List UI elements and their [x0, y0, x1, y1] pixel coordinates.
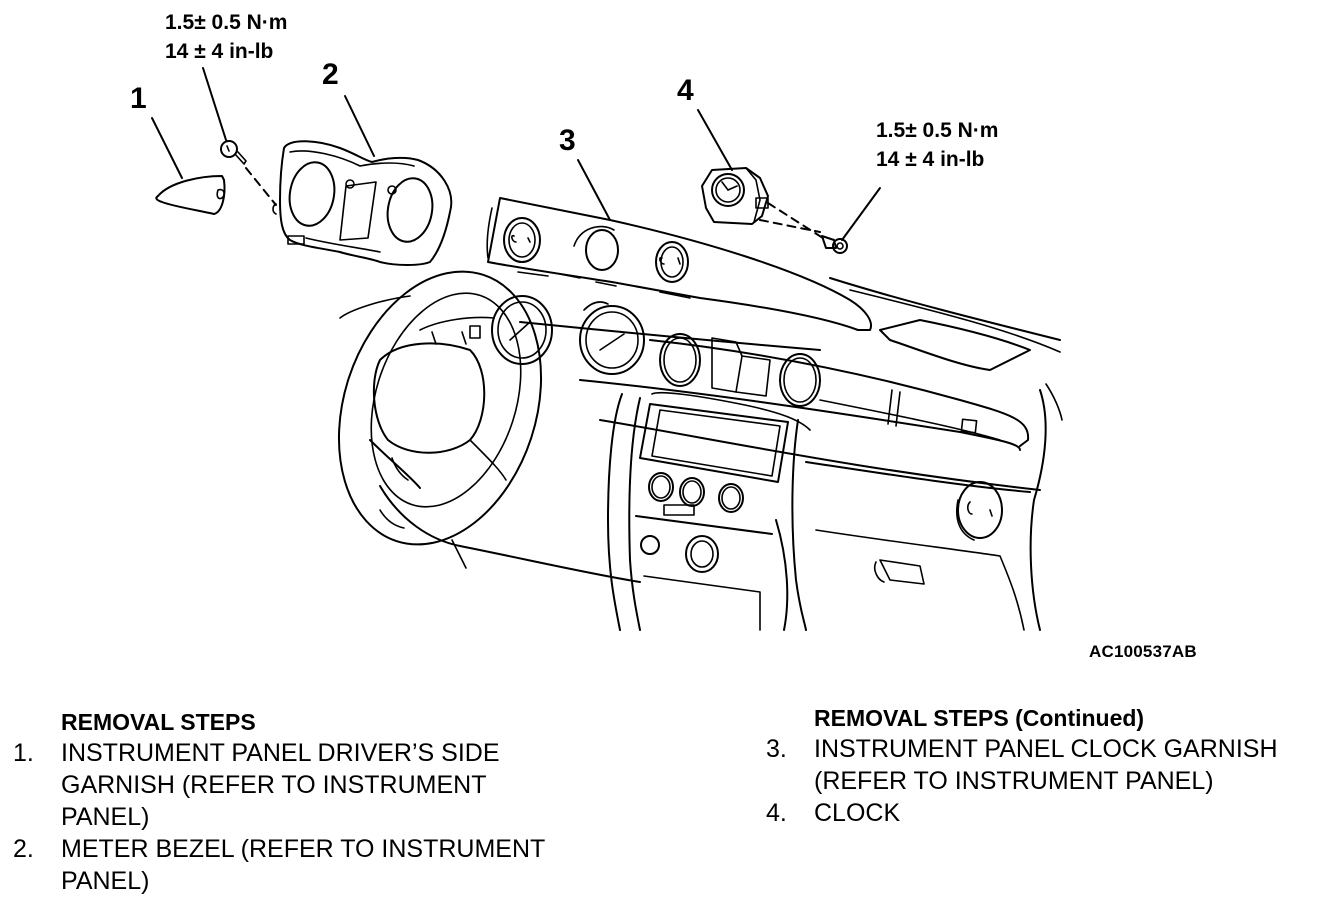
callout-3: 3: [559, 124, 576, 157]
step-number: 4.: [766, 799, 787, 827]
step-text: METER BEZEL (REFER TO INSTRUMENT PANEL): [61, 833, 623, 897]
step-text-line: GARNISH (REFER TO INSTRUMENT: [61, 771, 487, 799]
removal-step: 1. INSTRUMENT PANEL DRIVER’S SIDE GARNIS…: [13, 737, 623, 833]
step-number: 3.: [766, 735, 787, 763]
step-text-line: INSTRUMENT PANEL DRIVER’S SIDE: [61, 739, 500, 767]
dashboard-body: [339, 277, 1063, 631]
step-number: 1.: [13, 739, 34, 767]
leader-line-1: [151, 117, 183, 179]
callout-4: 4: [677, 74, 694, 107]
clock-dash-line-lower: [759, 219, 821, 233]
removal-step: 2. METER BEZEL (REFER TO INSTRUMENT PANE…: [13, 833, 623, 897]
figure-id: AC100537AB: [1089, 642, 1197, 661]
removal-step: 4. CLOCK: [766, 797, 1344, 829]
torque-imperial: 14 ± 4 in-lb: [165, 40, 274, 63]
step-text-line: (REFER TO INSTRUMENT PANEL): [814, 767, 1214, 795]
torque-spec-right: 1.5± 0.5 N·m 14 ± 4 in-lb: [876, 116, 998, 174]
torque-imperial: 14 ± 4 in-lb: [876, 148, 985, 171]
leader-line-3: [577, 159, 611, 221]
screw-left-part: [220, 140, 247, 165]
torque-spec-left: 1.5± 0.5 N·m 14 ± 4 in-lb: [165, 8, 287, 66]
leader-line-4: [697, 109, 733, 171]
step-text-line: INSTRUMENT PANEL CLOCK GARNISH: [814, 735, 1278, 763]
removal-steps-left: REMOVAL STEPS 1. INSTRUMENT PANEL DRIVER…: [13, 707, 623, 897]
removal-step: 3. INSTRUMENT PANEL CLOCK GARNISH (REFER…: [766, 733, 1344, 797]
clock-garnish-part: [486, 197, 872, 331]
removal-steps-right: REMOVAL STEPS (Continued) 3. INSTRUMENT …: [766, 703, 1344, 829]
step-text: INSTRUMENT PANEL DRIVER’S SIDE GARNISH (…: [61, 737, 623, 833]
step-text-line: METER BEZEL (REFER TO INSTRUMENT: [61, 835, 546, 863]
meter-bezel-part: [272, 140, 453, 266]
driver-side-garnish-part: [155, 175, 226, 215]
leader-line-torque-left: [202, 67, 227, 141]
step-text-line: CLOCK: [814, 799, 901, 827]
screw-left-dash-line: [245, 167, 277, 206]
exploded-view-illustration: [151, 67, 1063, 631]
instrument-cluster-part: [419, 295, 645, 375]
step-text-line: PANEL): [61, 867, 150, 895]
step-number: 2.: [13, 835, 34, 863]
leader-line-torque-right: [841, 187, 881, 241]
leader-line-2: [344, 95, 375, 157]
callout-2: 2: [322, 58, 339, 91]
screw-right-part: [821, 235, 848, 254]
clock-part: [701, 167, 769, 225]
torque-metric: 1.5± 0.5 N·m: [165, 11, 288, 34]
removal-steps-heading: REMOVAL STEPS (Continued): [814, 705, 1145, 731]
step-text: INSTRUMENT PANEL CLOCK GARNISH (REFER TO…: [814, 733, 1344, 797]
step-text: CLOCK: [814, 797, 1344, 829]
torque-metric: 1.5± 0.5 N·m: [876, 119, 999, 142]
step-text-line: PANEL): [61, 803, 150, 831]
callout-1: 1: [130, 82, 147, 115]
steering-wheel-part: [337, 270, 543, 546]
removal-steps-heading: REMOVAL STEPS: [61, 709, 256, 735]
clock-dash-line-upper: [767, 202, 827, 241]
